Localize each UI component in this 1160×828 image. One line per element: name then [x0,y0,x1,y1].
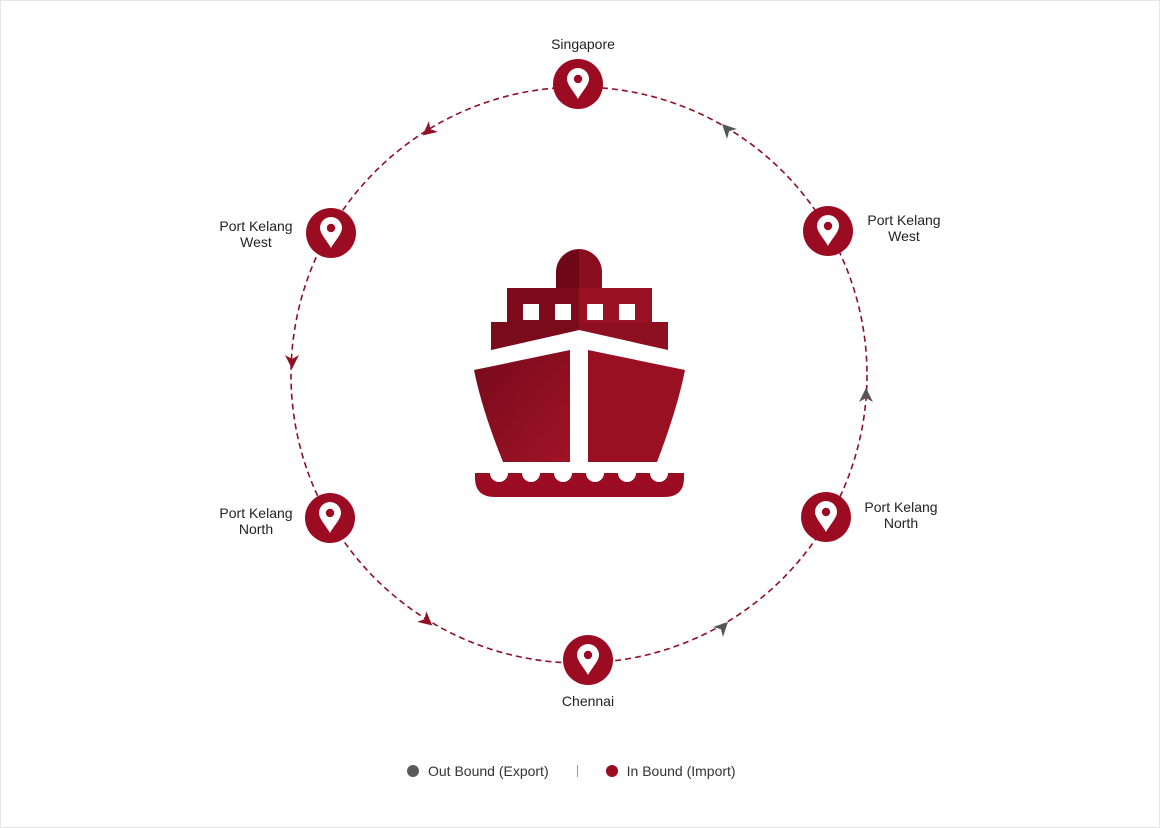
pin-dot [824,222,832,230]
port-label-right-north: Port Kelang North [847,499,955,531]
port-label-singapore: Singapore [528,36,638,52]
port-name: Singapore [528,36,638,52]
legend-divider [577,765,578,777]
pin-chennai [563,635,613,685]
ship-icon [474,249,685,497]
arrow-outbound-1-icon [717,119,737,139]
legend-item-outbound: Out Bound (Export) [407,763,549,779]
port-name: Chennai [533,693,643,709]
port-markers [305,59,853,685]
pin-right-west [803,206,853,256]
port-label-left-west: Port Kelang West [202,218,310,250]
legend: Out Bound (Export) In Bound (Import) [407,763,736,779]
pin-left-north [305,493,355,543]
port-name-line2: West [850,228,958,244]
pin-dot [327,224,335,232]
legend-outbound-label: Out Bound (Export) [428,763,549,779]
inbound-dot-icon [606,765,618,777]
pin-dot [574,75,582,83]
port-name-line2: North [202,521,310,537]
arrow-inbound-1-icon [418,121,438,141]
port-name-line1: Port Kelang [202,218,310,234]
route-ring [291,87,867,663]
port-label-right-west: Port Kelang West [850,212,958,244]
pin-right-north [801,492,851,542]
port-name-line2: North [847,515,955,531]
pin-dot [584,651,592,659]
port-name-line1: Port Kelang [202,505,310,521]
legend-item-inbound: In Bound (Import) [606,763,736,779]
direction-arrows [285,119,873,637]
pin-dot [326,509,334,517]
pin-dot [822,508,830,516]
pin-left-west [306,208,356,258]
arrow-inbound-3-icon [417,611,437,631]
legend-inbound-label: In Bound (Import) [627,763,736,779]
port-name-line1: Port Kelang [850,212,958,228]
outbound-dot-icon [407,765,419,777]
port-label-chennai: Chennai [533,693,643,709]
port-label-left-north: Port Kelang North [202,505,310,537]
port-name-line2: West [202,234,310,250]
pin-singapore [553,59,603,109]
port-name-line1: Port Kelang [847,499,955,515]
